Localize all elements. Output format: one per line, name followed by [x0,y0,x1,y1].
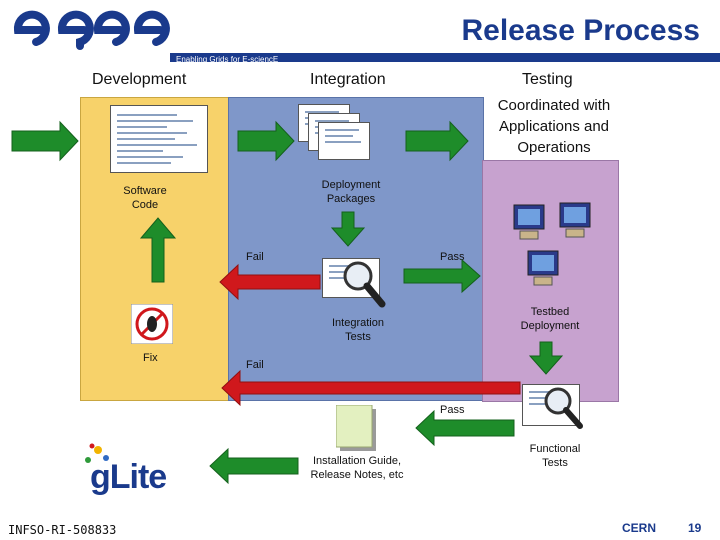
tagline: Enabling Grids for E-sciencE [176,55,279,64]
egee-logo-icon [13,10,170,50]
pass-label: Pass [440,404,465,416]
development-heading: Development [92,71,187,88]
software-code-label: Software Code [123,185,167,211]
fail-label: Fail [246,251,264,263]
installation-guide-label: Installation Guide, Release Notes, etc [310,455,404,481]
deployment-packages-label: Deployment Packages [321,179,381,205]
integration-tests-label: Integration Tests [332,317,384,343]
arrow-left-icon [209,447,299,485]
magnifier-icon [544,387,583,429]
testing-note: Coordinated with Applications and Operat… [497,97,611,156]
fail-label: Fail [246,359,264,371]
glite-logo-icon [85,443,109,463]
arrow-left-icon [415,409,515,447]
computer-cluster-icon [513,202,591,286]
glite-logo-text: gLite [90,458,167,496]
page-number: 19 [688,521,702,535]
integration-heading: Integration [310,71,386,88]
fix-label: Fix [143,352,158,364]
magnifier-icon [343,261,386,308]
header-rule [170,53,720,62]
footer-org: CERN [622,521,657,535]
release-notes-document-icon [336,405,376,451]
no-bug-icon [131,304,173,344]
functional-tests-label: Functional Tests [529,443,581,469]
glite-logo: gLite [78,440,188,496]
arrow-right-icon [11,120,79,162]
page-title: Release Process [461,14,700,47]
testbed-deployment-label: Testbed Deployment [520,306,580,332]
package-document-icon [318,122,370,160]
pass-label: Pass [440,251,465,263]
testing-heading: Testing [522,71,573,88]
footer-project-id: INFSO-RI-508833 [8,523,117,537]
software-code-document-icon [110,105,208,173]
